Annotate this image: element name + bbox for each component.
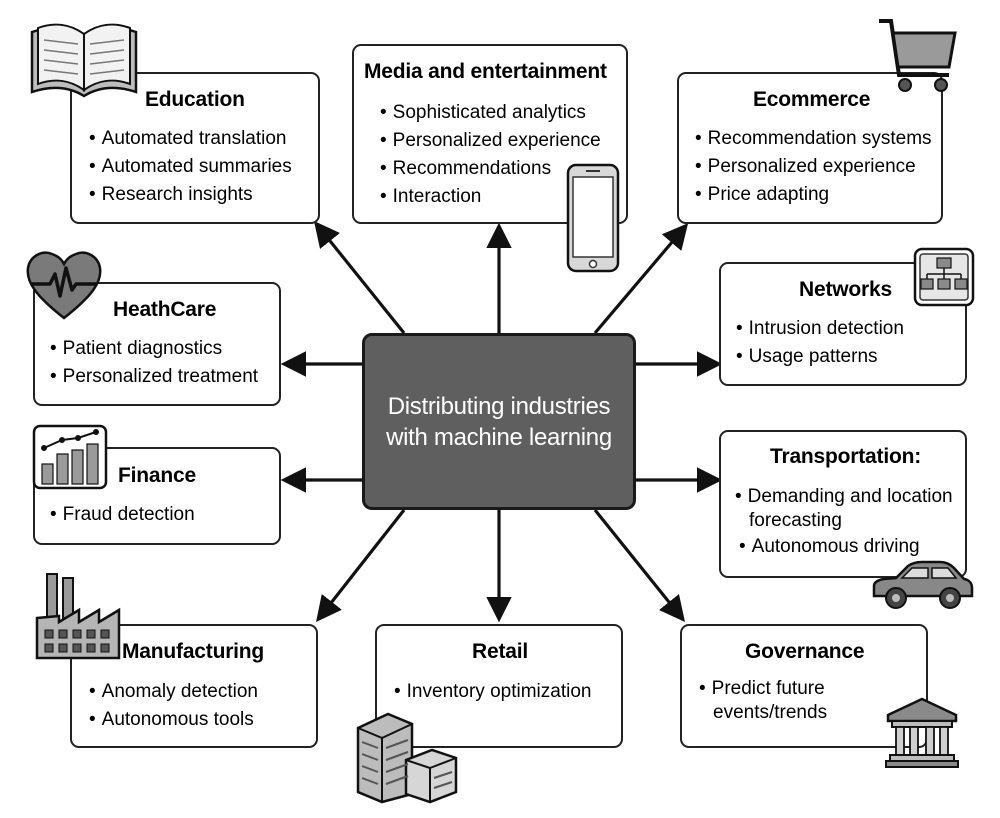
networks-item: Intrusion detection [736, 315, 904, 343]
ecommerce-item: Personalized experience [695, 153, 932, 181]
finance-item: Fraud detection [50, 501, 195, 529]
heart-pulse-icon [26, 251, 102, 320]
networks-title: Networks [799, 278, 892, 301]
governance-item: Predict future events/trends [699, 677, 858, 725]
manufacturing-title: Manufacturing [122, 640, 265, 663]
education-item: Research insights [89, 181, 292, 209]
center-line-2: with machine learning [386, 423, 612, 451]
center-line-1: Distributing industries [387, 392, 611, 420]
book-icon [30, 23, 138, 98]
governance-title: Governance [745, 640, 865, 663]
media-title: Media and entertainment [364, 60, 607, 83]
education-title: Education [145, 88, 245, 111]
transportation-item: Demanding and location forecasting [735, 485, 967, 533]
arrow-to-manufacturing [316, 509, 406, 623]
retail-box: Retail Inventory optimization [375, 624, 623, 748]
ecommerce-title: Ecommerce [753, 88, 871, 111]
transportation-title: Transportation: [770, 445, 922, 468]
smartphone-icon [566, 163, 620, 273]
healthcare-item: Patient diagnostics [50, 335, 258, 363]
arrow-to-governance [593, 508, 686, 622]
finance-title: Finance [118, 464, 196, 487]
ecommerce-item: Recommendation systems [695, 125, 932, 153]
media-item: Recommendations [380, 155, 601, 183]
education-box: Education Automated translation Automate… [70, 72, 320, 224]
healthcare-title: HeathCare [113, 298, 217, 321]
governance-box: Governance Predict future events/trends [680, 624, 928, 748]
media-item: Interaction [380, 183, 601, 211]
shopping-cart-icon [879, 19, 957, 92]
retail-item: Inventory optimization [394, 678, 592, 706]
building-icon [356, 712, 458, 804]
retail-title: Retail [472, 640, 528, 663]
factory-icon [35, 573, 121, 660]
bar-chart-icon [32, 424, 108, 490]
education-item: Automated summaries [89, 153, 292, 181]
network-icon [913, 247, 975, 307]
ecommerce-item: Price adapting [695, 181, 932, 209]
ecommerce-box: Ecommerce Recommendation systems Persona… [677, 72, 943, 224]
networks-item: Usage patterns [736, 343, 904, 371]
transportation-box: Transportation: Demanding and location f… [719, 430, 967, 578]
car-icon [872, 560, 974, 609]
transportation-item: Autonomous driving [739, 533, 967, 561]
manufacturing-item: Autonomous tools [89, 706, 258, 734]
arrow-to-ecommerce [593, 223, 689, 335]
education-item: Automated translation [89, 125, 292, 153]
media-box: Media and entertainment Sophisticated an… [352, 44, 628, 224]
center-topic: Distributing industries with machine lea… [362, 333, 636, 510]
media-item: Personalized experience [380, 127, 601, 155]
arrow-to-education [313, 221, 406, 335]
government-building-icon [885, 697, 959, 768]
healthcare-item: Personalized treatment [50, 363, 258, 391]
manufacturing-item: Anomaly detection [89, 678, 258, 706]
media-item: Sophisticated analytics [380, 99, 601, 127]
